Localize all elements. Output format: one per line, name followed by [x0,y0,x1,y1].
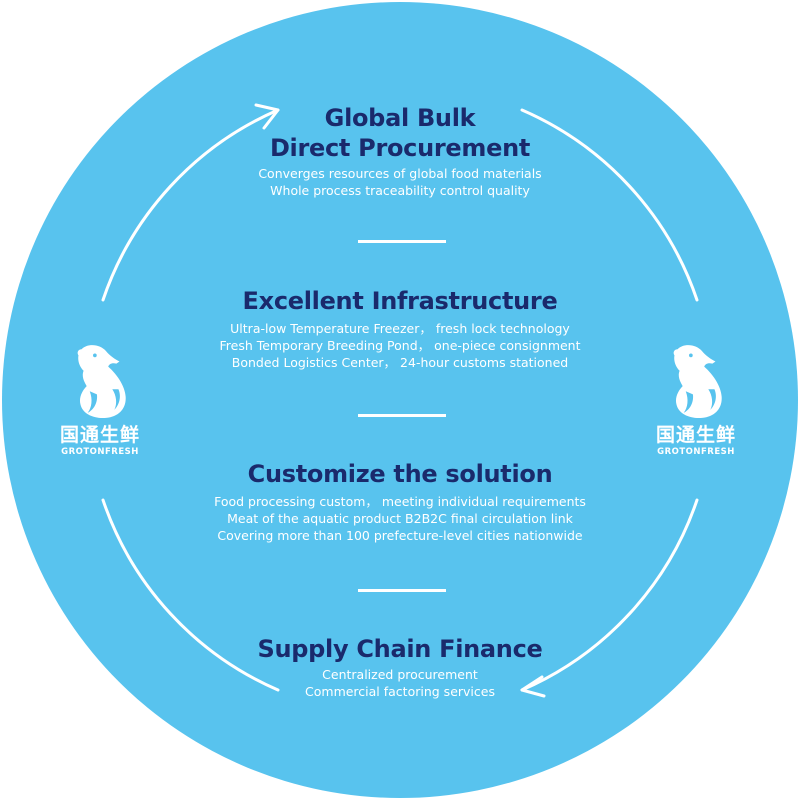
section-line: Covering more than 100 prefecture-level … [217,528,583,543]
left-lower-arc [101,498,280,692]
left-upper-arc [101,108,280,302]
section-title: Excellent Infrastructure [242,287,558,315]
divider [358,240,446,243]
section-line: Centralized procurement [322,667,478,682]
section-line: Whole process traceability control quali… [270,183,530,198]
section-line: Fresh Temporary Breeding Pond， one-piece… [219,338,581,353]
right-lower-arc [520,498,699,692]
brand-name-cn: 国通生鲜 [655,424,736,446]
section-solution: Customize the solution Food processing c… [150,459,650,544]
brand-name-en: GROTONFRESH [657,447,735,457]
brand-logo-left: 国通生鲜 GROTONFRESH [50,340,150,458]
polar-bear-icon [673,345,722,419]
title-line: Global Bulk [324,104,476,132]
arrow-head-bottom [520,675,546,698]
arrow-head-top [254,103,280,130]
section-procurement: Global Bulk Direct Procurement Converges… [150,103,650,199]
section-line: Commercial factoring services [305,684,495,699]
section-title: Supply Chain Finance [257,635,543,663]
brand-name-en: GROTONFRESH [61,447,139,457]
title-line: Direct Procurement [269,134,531,162]
section-line: Meat of the aquatic product B2B2C final … [227,511,573,526]
section-finance: Supply Chain Finance Centralized procure… [150,634,650,700]
section-line: Food processing custom， meeting individu… [214,494,586,509]
brand-logo-right: 国通生鲜 GROTONFRESH [646,340,746,458]
section-line: Converges resources of global food mater… [258,166,542,181]
section-line: Ultra-low Temperature Freezer， fresh loc… [230,321,570,336]
polar-bear-icon [77,345,126,419]
section-title: Customize the solution [247,460,553,488]
section-infrastructure: Excellent Infrastructure Ultra-low Tempe… [150,286,650,371]
divider [358,414,446,417]
brand-name-cn: 国通生鲜 [59,424,140,446]
section-title: Global Bulk Direct Procurement [150,103,650,163]
divider [358,589,446,592]
section-line: Bonded Logistics Center， 24-hour customs… [231,355,569,370]
right-upper-arc [520,108,699,302]
